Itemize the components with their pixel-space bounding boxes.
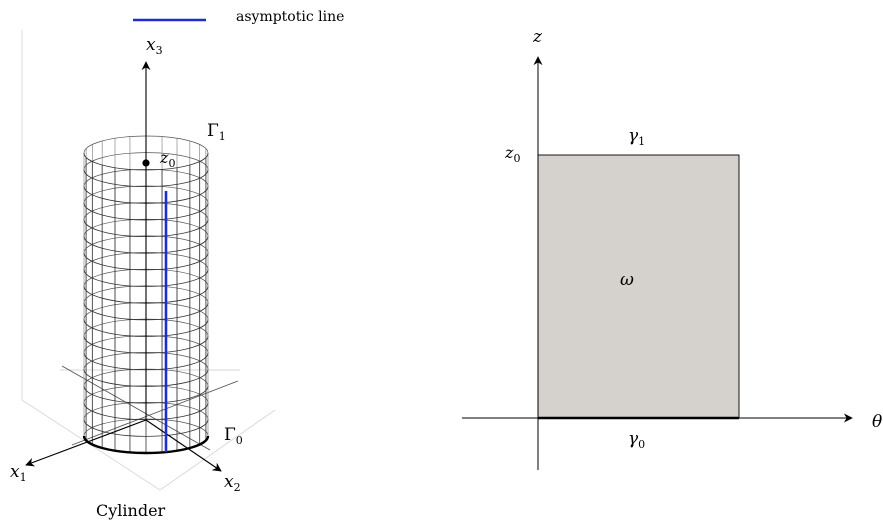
x3-label: x3 <box>146 35 163 57</box>
omega-label: ω <box>620 270 634 290</box>
omega-region <box>537 154 740 419</box>
x1-label: x1 <box>10 462 27 484</box>
gamma0-boundary <box>82 435 210 455</box>
x2-axis <box>145 419 222 472</box>
mesh-ring-front <box>83 419 209 437</box>
background-guides <box>21 30 276 491</box>
ground-axes <box>61 365 239 451</box>
x1-axis <box>25 419 147 467</box>
parameter-domain-figure: z θ z0 γ1 γ0 ω <box>462 27 882 470</box>
cylinder-figure: x3 x1 x2 Γ1 Γ0 z0 Cylinder <box>10 30 276 520</box>
gamma1-label: Γ1 <box>207 121 226 143</box>
z0-tick-label: z0 <box>504 143 520 165</box>
gamma0-edge-label: γ0 <box>628 429 645 451</box>
x2-label: x2 <box>224 472 241 494</box>
gamma0-label: Γ0 <box>224 425 243 447</box>
z0-point <box>142 159 150 167</box>
legend: asymptotic line <box>133 9 344 25</box>
legend-label: asymptotic line <box>236 9 344 25</box>
z-axis-label: z <box>532 27 543 47</box>
gamma1-edge-label: γ1 <box>628 126 645 148</box>
theta-axis-label: θ <box>872 412 882 432</box>
z0-label: z0 <box>159 148 175 170</box>
cylinder-caption: Cylinder <box>96 501 166 520</box>
